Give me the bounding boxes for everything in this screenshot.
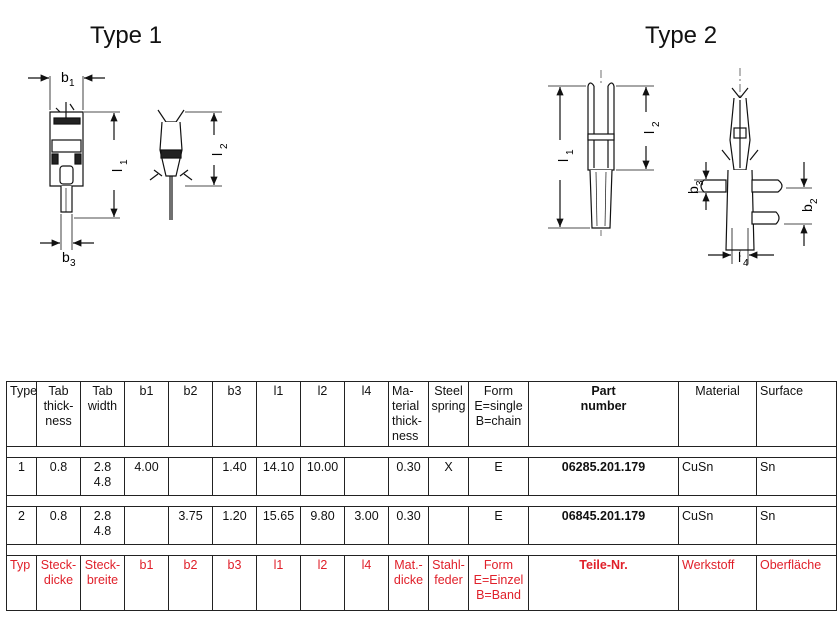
- label-t2-b3-sub: 3: [695, 180, 706, 186]
- type2-side-view: [694, 68, 812, 264]
- cell-material-thickness: 0.30: [388, 506, 429, 545]
- label-b1: b: [61, 69, 69, 85]
- cell-form: E: [468, 457, 529, 496]
- header-surface: Surface: [756, 381, 837, 447]
- label-t2-l2: l: [641, 131, 657, 134]
- de-type: Typ: [6, 555, 37, 611]
- label-l2-sub: 2: [219, 143, 230, 149]
- technical-drawing: b 1 b 3 l 1 l 2 l 1: [28, 68, 820, 269]
- header-b1: b1: [124, 381, 169, 447]
- cell-l4: 3.00: [344, 506, 389, 545]
- header-b2: b2: [168, 381, 213, 447]
- cell-l2: 9.80: [300, 506, 345, 545]
- label-t2-l2-sub: 2: [651, 121, 662, 127]
- cell-l2: 10.00: [300, 457, 345, 496]
- cell-l1: 15.65: [256, 506, 301, 545]
- de-l4: l4: [344, 555, 389, 611]
- type1-front-view: [28, 74, 120, 250]
- cell-b1: 4.00: [124, 457, 169, 496]
- de-b1: b1: [124, 555, 169, 611]
- de-l1: l1: [256, 555, 301, 611]
- de-material-thickness: Mat.-dicke: [388, 555, 429, 611]
- cell-form: E: [468, 506, 529, 545]
- label-b3-sub: 3: [70, 258, 76, 269]
- cell-tab-thickness: 0.8: [36, 506, 81, 545]
- de-surface: Oberfläche: [756, 555, 837, 611]
- cell-steel-spring: [428, 506, 469, 545]
- label-t2-b3: b: [685, 186, 701, 194]
- cell-type: 2: [6, 506, 37, 545]
- cell-surface: Sn: [756, 506, 837, 545]
- cell-type: 1: [6, 457, 37, 496]
- de-tab-thickness: Steck-dicke: [36, 555, 81, 611]
- label-t2-l4-sub: 4: [743, 258, 749, 269]
- cell-l1: 14.10: [256, 457, 301, 496]
- label-l1: l: [109, 169, 125, 172]
- cell-b1: [124, 506, 169, 545]
- label-l2: l: [209, 153, 225, 156]
- cell-part-number: 06285.201.179: [528, 457, 679, 496]
- cell-material: CuSn: [678, 506, 757, 545]
- de-l2: l2: [300, 555, 345, 611]
- de-b3: b3: [212, 555, 257, 611]
- label-t2-l4: l: [738, 249, 741, 265]
- de-part-number: Teile-Nr.: [528, 555, 679, 611]
- label-t2-l1: l: [555, 159, 571, 162]
- cell-surface: Sn: [756, 457, 837, 496]
- type2-title: Type 2: [645, 22, 718, 49]
- cell-material-thickness: 0.30: [388, 457, 429, 496]
- cell-part-number: 06845.201.179: [528, 506, 679, 545]
- cell-b3: 1.40: [212, 457, 257, 496]
- de-tab-width: Steck-breite: [80, 555, 125, 611]
- german-header-row: Typ Steck-dicke Steck-breite b1 b2 b3 l1…: [6, 555, 837, 611]
- label-l1-sub: 1: [119, 159, 130, 165]
- header-l2: l2: [300, 381, 345, 447]
- header-l4: l4: [344, 381, 389, 447]
- cell-b2: [168, 457, 213, 496]
- type1-side-view: [149, 109, 222, 220]
- header-type: Type: [6, 381, 37, 447]
- cell-b3: 1.20: [212, 506, 257, 545]
- cell-material: CuSn: [678, 457, 757, 496]
- header-b3: b3: [212, 381, 257, 447]
- label-b1-sub: 1: [69, 78, 75, 89]
- header-material: Material: [678, 381, 757, 447]
- de-material: Werkstoff: [678, 555, 757, 611]
- cell-steel-spring: X: [428, 457, 469, 496]
- de-b2: b2: [168, 555, 213, 611]
- cell-b2: 3.75: [168, 506, 213, 545]
- type2-front-view: [548, 70, 654, 236]
- cell-tab-thickness: 0.8: [36, 457, 81, 496]
- header-l1: l1: [256, 381, 301, 447]
- label-b3: b: [62, 249, 70, 265]
- label-t2-b2: b: [799, 204, 815, 212]
- type1-title: Type 1: [90, 22, 163, 49]
- label-t2-l1-sub: 1: [565, 149, 576, 155]
- label-t2-b2-sub: 2: [809, 198, 820, 204]
- de-steel-spring: Stahl-feder: [428, 555, 469, 611]
- cell-l4: [344, 457, 389, 496]
